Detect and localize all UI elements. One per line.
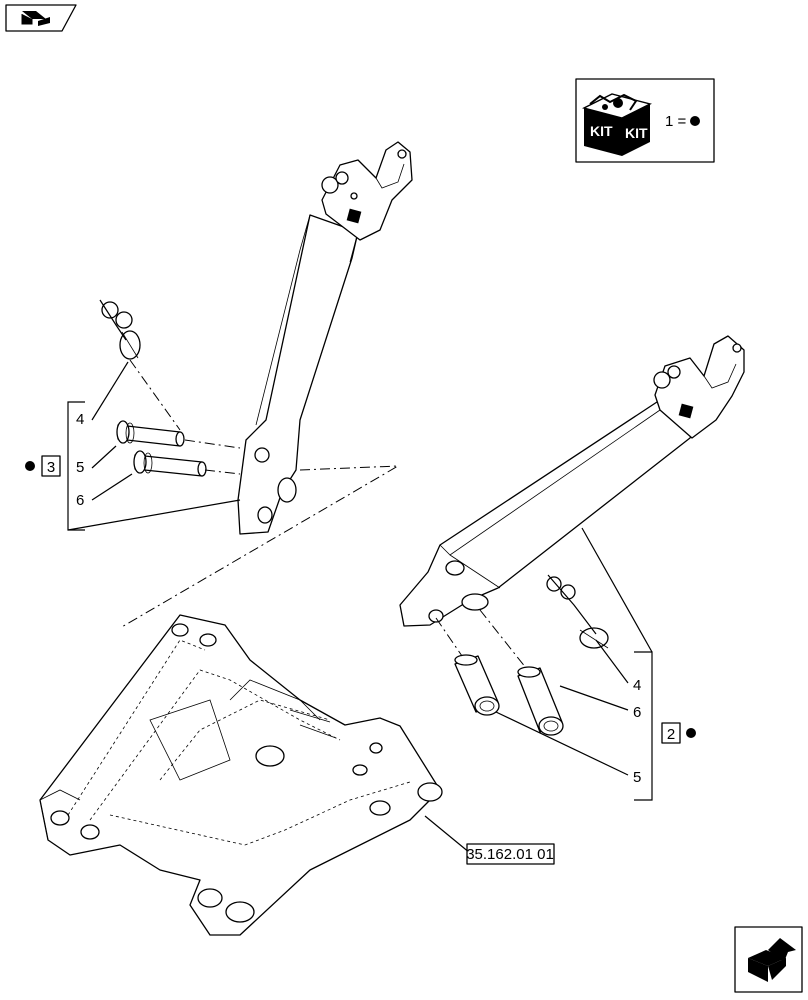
frame-support bbox=[39, 614, 443, 936]
clip-left bbox=[99, 299, 141, 360]
lift-arm-left bbox=[237, 141, 413, 535]
clip-right bbox=[546, 574, 609, 649]
book-icon bbox=[21, 11, 50, 26]
callout-6-left: 6 bbox=[76, 492, 84, 509]
callout-5-right: 5 bbox=[633, 769, 641, 786]
callout-6-right: 6 bbox=[633, 704, 641, 721]
nav-tab-button[interactable] bbox=[5, 4, 77, 32]
callout-group-left: 4 5 6 3 bbox=[25, 361, 241, 531]
callout-group-right: 4 6 5 2 bbox=[495, 527, 696, 801]
pin-long-left bbox=[116, 420, 185, 447]
arrow-icon bbox=[748, 938, 796, 982]
pin-short-left bbox=[133, 450, 207, 477]
kit-bullet-left-icon bbox=[25, 461, 35, 471]
kit-word-left: KIT bbox=[590, 123, 613, 139]
kit-word-right: KIT bbox=[625, 125, 648, 141]
callout-5-left: 5 bbox=[76, 459, 84, 476]
callout-4-right: 4 bbox=[633, 677, 641, 694]
reference-code[interactable]: 35.162.01 01 bbox=[466, 846, 554, 863]
next-page-button[interactable] bbox=[734, 926, 803, 993]
kit-legend: KIT KIT 1 = bbox=[575, 78, 715, 163]
lift-arm-right bbox=[399, 335, 745, 627]
kit-bullet-icon bbox=[690, 116, 700, 126]
kit-bullet-right-icon bbox=[686, 728, 696, 738]
kit-box-icon: KIT KIT bbox=[582, 93, 652, 156]
callout-4-left: 4 bbox=[76, 411, 84, 428]
kit-label-right: 2 bbox=[667, 726, 675, 743]
pin-right-a bbox=[454, 654, 500, 716]
kit-label-left: 3 bbox=[47, 459, 55, 476]
reference-link[interactable]: 35.162.01 01 bbox=[466, 843, 555, 865]
pin-right-b bbox=[517, 666, 564, 736]
kit-legend-equation: 1 = bbox=[665, 113, 687, 130]
